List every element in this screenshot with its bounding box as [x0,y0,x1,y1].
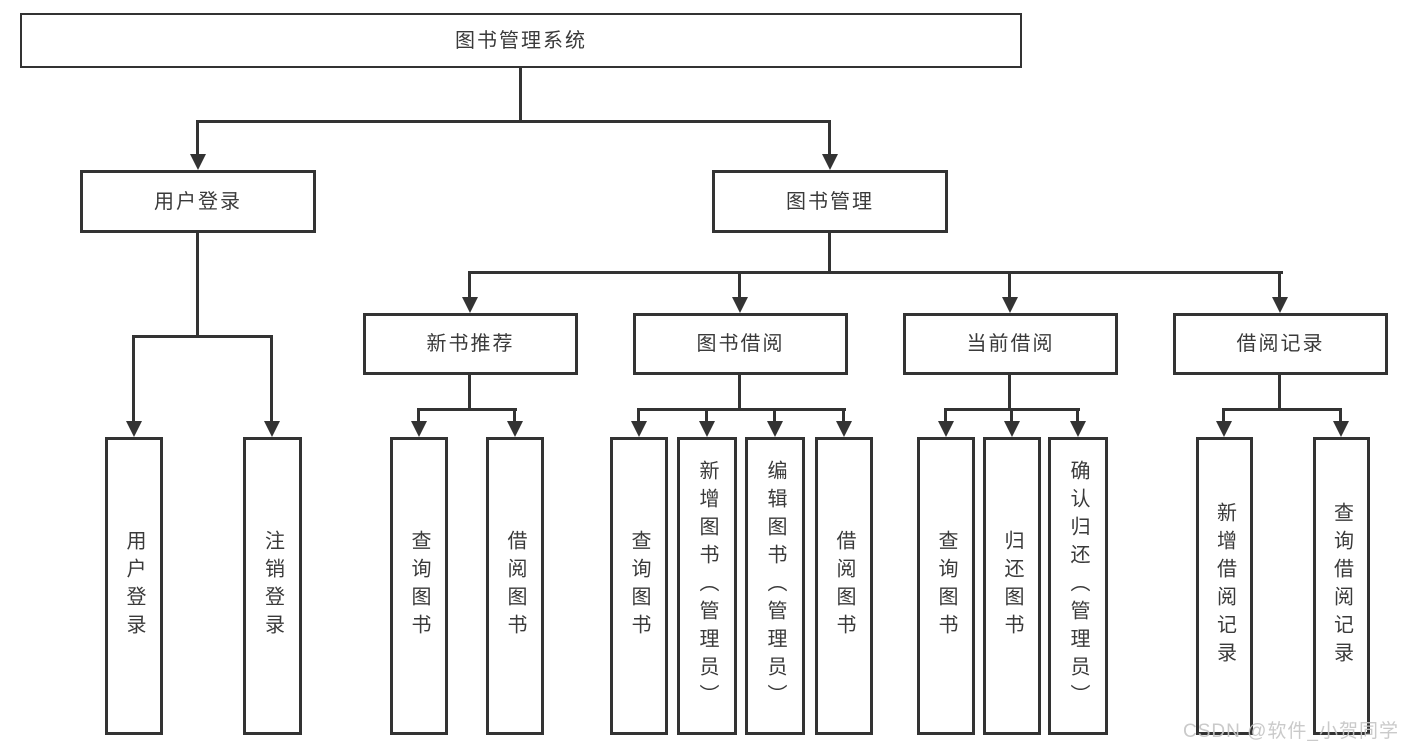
arrow-down-icon [767,421,783,437]
arrow-down-icon [126,421,142,437]
leaf-label: 注销登录 [261,530,284,642]
arrow-down-icon [411,421,427,437]
arrow-down-icon [732,297,748,313]
connector-drop-book-management [828,120,831,156]
watermark: CSDN @软件_小贺同学 [1183,721,1399,742]
arrow-down-icon [836,421,852,437]
node-label: 当前借阅 [966,333,1055,355]
arrow-down-icon [938,421,954,437]
leaf-borrowing-borrow-books: 借阅图书 [815,437,873,735]
connector-book-management-stem [828,233,831,273]
leaf-query-borrow-record: 查询借阅记录 [1313,437,1370,735]
connector-drop-leaf [1222,408,1225,423]
leaf-recommend-borrow-books: 借阅图书 [486,437,544,735]
connector-rail-recommend [417,408,517,411]
connector-drop-user-login [196,120,199,156]
leaf-add-book-admin: 新增图书（管理员） [677,437,737,735]
connector-drop-leaf [705,408,708,423]
connector-user-login-stem [196,233,199,337]
node-label: 用户登录 [154,190,242,213]
connector-rail-level3 [468,271,1283,274]
connector-drop-leaf [637,408,640,423]
arrow-down-icon [631,421,647,437]
connector-drop-leaf-user-login [132,335,135,423]
leaf-label: 新增借阅记录 [1213,502,1236,670]
arrow-down-icon [190,154,206,170]
node-label: 借阅记录 [1236,333,1325,355]
arrow-down-icon [264,421,280,437]
arrow-down-icon [462,297,478,313]
connector-root-stem [519,68,522,121]
connector-drop-new-book-recommend [468,271,471,299]
node-label: 新书推荐 [426,333,515,355]
connector-rail-borrowing [637,408,846,411]
leaf-return-book: 归还图书 [983,437,1041,735]
arrow-down-icon [1070,421,1086,437]
leaf-label: 借阅图书 [833,530,855,642]
connector-drop-leaf-logout [270,335,273,423]
leaf-confirm-return-admin: 确认归还（管理员） [1048,437,1108,735]
connector-rail-user-login [132,335,273,338]
connector-new-book-recommend-stem [468,375,471,409]
leaf-label: 用户登录 [123,530,145,642]
connector-drop-borrowing-records [1278,271,1281,299]
leaf-recommend-query-books: 查询图书 [390,437,448,735]
node-user-login: 用户登录 [80,170,316,233]
node-label: 图书借阅 [696,333,785,355]
leaf-edit-book-admin: 编辑图书（管理员） [745,437,805,735]
node-book-management: 图书管理 [712,170,948,233]
leaf-current-query-books: 查询图书 [917,437,975,735]
arrow-down-icon [1272,297,1288,313]
connector-borrowing-records-stem [1278,375,1281,409]
node-borrowing-records: 借阅记录 [1173,313,1388,375]
node-label: 图书管理 [786,190,874,213]
leaf-borrowing-query-books: 查询图书 [610,437,668,735]
leaf-add-borrow-record: 新增借阅记录 [1196,437,1253,735]
connector-drop-leaf [773,408,776,423]
leaf-label: 查询图书 [628,530,650,642]
leaf-label: 查询图书 [935,530,957,642]
connector-drop-leaf [1010,408,1013,423]
arrow-down-icon [1333,421,1349,437]
connector-drop-leaf [1076,408,1079,423]
connector-book-borrowing-stem [738,375,741,409]
node-current-borrowing: 当前借阅 [903,313,1118,375]
node-book-borrowing: 图书借阅 [633,313,848,375]
leaf-user-login: 用户登录 [105,437,163,735]
arrow-down-icon [822,154,838,170]
leaf-label: 借阅图书 [504,530,526,642]
arrow-down-icon [507,421,523,437]
arrow-down-icon [699,421,715,437]
connector-drop-leaf [1339,408,1342,423]
connector-drop-book-borrowing [738,271,741,299]
connector-rail-level2 [196,120,831,123]
arrow-down-icon [1004,421,1020,437]
connector-drop-leaf [944,408,947,423]
connector-drop-leaf [513,408,516,423]
node-new-book-recommend: 新书推荐 [363,313,578,375]
node-library-management-system: 图书管理系统 [20,13,1022,68]
connector-drop-current-borrowing [1008,271,1011,299]
leaf-label: 归还图书 [1001,530,1023,642]
connector-rail-records [1222,408,1342,411]
leaf-label: 新增图书（管理员） [696,460,718,712]
arrow-down-icon [1002,297,1018,313]
leaf-label: 查询图书 [408,530,430,642]
connector-drop-leaf [842,408,845,423]
connector-drop-leaf [417,408,420,423]
leaf-label: 确认归还（管理员） [1067,460,1089,712]
node-label: 图书管理系统 [455,29,587,52]
leaf-label: 查询借阅记录 [1330,502,1353,670]
arrow-down-icon [1216,421,1232,437]
leaf-label: 编辑图书（管理员） [764,460,786,712]
leaf-logout: 注销登录 [243,437,302,735]
connector-current-borrowing-stem [1008,375,1011,409]
